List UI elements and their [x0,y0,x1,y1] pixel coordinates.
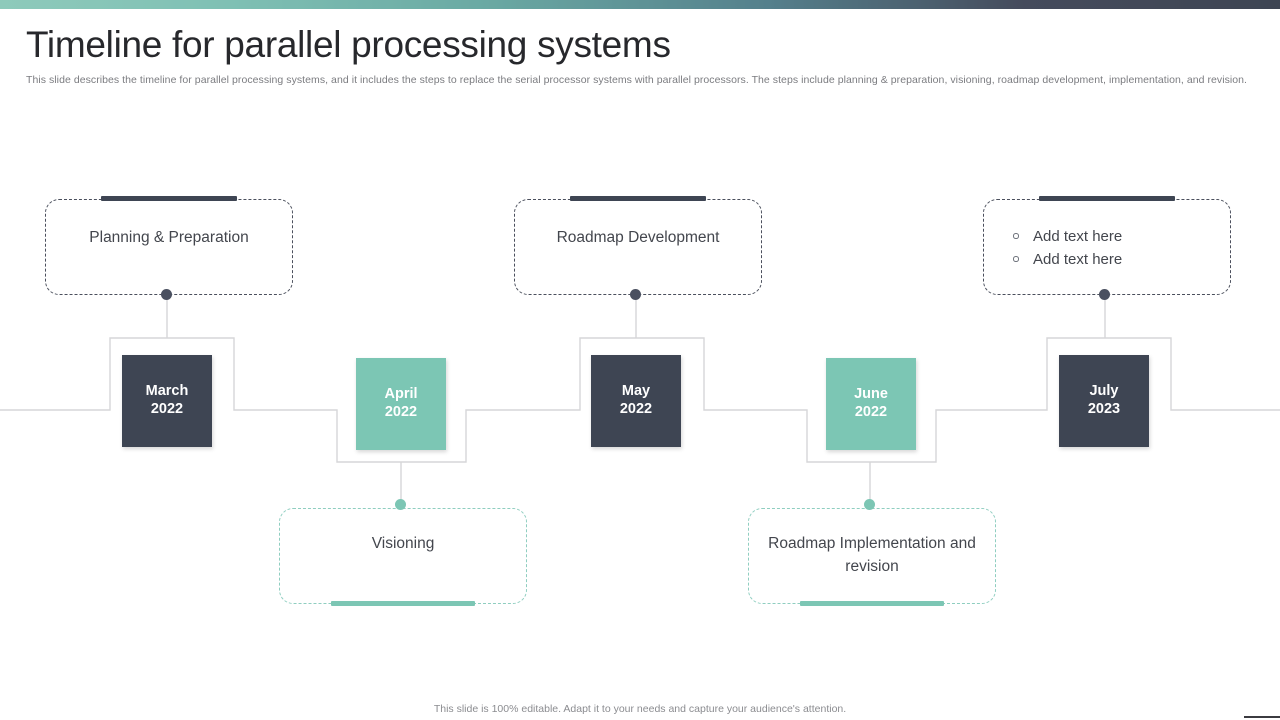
milestone-month-july[interactable]: July 2023 [1059,355,1149,447]
card-bullet-list: Add text here Add text here [1012,225,1122,272]
card-label: Planning & Preparation [89,229,249,246]
card-label: Roadmap Development [556,229,720,246]
month-name: May [621,383,651,400]
card-accent-bar [1039,196,1175,201]
month-year: 2023 [1087,401,1121,417]
milestone-month-may[interactable]: May 2022 [591,355,681,447]
top-accent-bar [0,0,1280,9]
card-accent-bar [101,196,237,201]
month-year: 2022 [619,401,653,417]
milestone-month-april[interactable]: April 2022 [356,358,446,450]
connector-node-visioning [395,499,406,510]
connector-node-planning [161,289,172,300]
month-name: March [145,383,189,400]
card-label: Visioning [371,535,435,552]
month-year: 2022 [854,404,888,420]
slide-header: Timeline for parallel processing systems… [0,9,1280,88]
card-label: Roadmap Implementation and revision [768,535,976,575]
page-subtitle: This slide describes the timeline for pa… [26,73,1248,86]
milestone-card-implementation[interactable]: Roadmap Implementation and revision [748,508,996,606]
milestone-card-visioning[interactable]: Visioning [279,508,527,606]
corner-rule [1244,716,1280,718]
list-item[interactable]: Add text here [1012,225,1122,248]
milestone-card-planning[interactable]: Planning & Preparation [45,196,293,295]
footer-note: This slide is 100% editable. Adapt it to… [433,703,847,715]
milestone-month-june[interactable]: June 2022 [826,358,916,450]
month-name: April [384,386,418,403]
month-name: July [1089,383,1119,400]
milestone-card-roadmap-development[interactable]: Roadmap Development [514,196,762,295]
list-item[interactable]: Add text here [1012,248,1122,271]
connector-node-implementation [864,499,875,510]
card-accent-bar [800,601,944,606]
month-year: 2022 [150,401,184,417]
card-accent-bar [331,601,475,606]
card-accent-bar [570,196,706,201]
milestone-month-march[interactable]: March 2022 [122,355,212,447]
page-title: Timeline for parallel processing systems [26,24,671,65]
connector-node-add-text [1099,289,1110,300]
connector-node-roadmap-development [630,289,641,300]
month-year: 2022 [384,404,418,420]
month-name: June [854,386,888,403]
milestone-card-add-text[interactable]: Add text here Add text here [983,196,1231,295]
